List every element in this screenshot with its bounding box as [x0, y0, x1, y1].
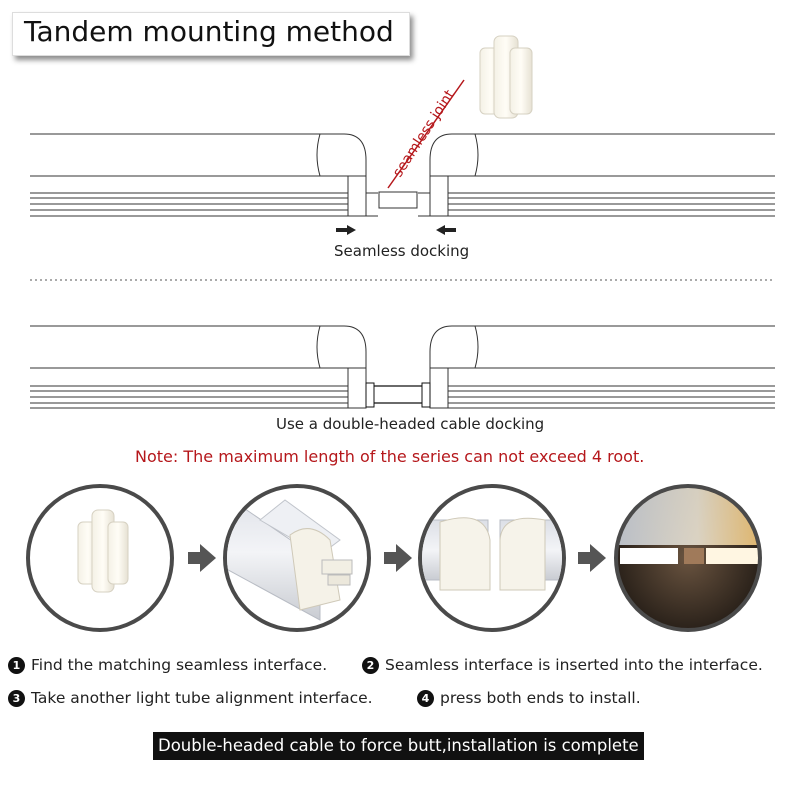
seamless-connector: [378, 191, 418, 209]
diagram1-left-tube: [30, 133, 367, 217]
step-3-text: Take another light tube alignment interf…: [31, 689, 373, 707]
step-1-text: Find the matching seamless interface.: [31, 656, 328, 674]
step-2: 2 Seamless interface is inserted into the…: [362, 656, 763, 674]
step-1: 1 Find the matching seamless interface.: [8, 656, 327, 674]
diagram2-caption: Use a double-headed cable docking: [276, 415, 545, 433]
step-number-4: 4: [417, 690, 434, 707]
joint-pointer-line: [387, 79, 465, 189]
step-1-image: [26, 484, 174, 632]
diagram1-right-tube: [366, 133, 775, 217]
step-number-1: 1: [8, 657, 25, 674]
step-3: 3 Take another light tube alignment inter…: [8, 689, 373, 707]
double-headed-cable: [365, 382, 431, 408]
series-note: Note: The maximum length of the series c…: [135, 447, 645, 466]
arrow-left-icon: [436, 225, 456, 235]
arrow-right-icon: [336, 225, 356, 235]
step-arrow-icon: [384, 544, 412, 572]
title-box: [12, 12, 410, 56]
step-number-2: 2: [362, 657, 379, 674]
step-arrow-icon: [578, 544, 606, 572]
step-4-image: [614, 484, 762, 632]
step-4-text: press both ends to install.: [440, 689, 641, 707]
completion-banner-text: Double-headed cable to force butt,instal…: [158, 736, 639, 755]
step-arrow-icon: [188, 544, 216, 572]
seamless-joint-plug: [479, 35, 533, 119]
seamless-joint-label: seamless joint: [390, 87, 458, 180]
step-2-image: [223, 484, 371, 632]
step-2-text: Seamless interface is inserted into the …: [385, 656, 763, 674]
completion-banner: Double-headed cable to force butt,instal…: [153, 732, 644, 760]
page-title: Tandem mounting method: [24, 15, 394, 48]
step-3-image: [418, 484, 566, 632]
step-4: 4 press both ends to install.: [417, 689, 641, 707]
step-number-3: 3: [8, 690, 25, 707]
diagram2-right-tube: [429, 325, 775, 409]
diagram1-caption: Seamless docking: [334, 242, 470, 260]
diagram2-left-tube: [30, 325, 367, 409]
